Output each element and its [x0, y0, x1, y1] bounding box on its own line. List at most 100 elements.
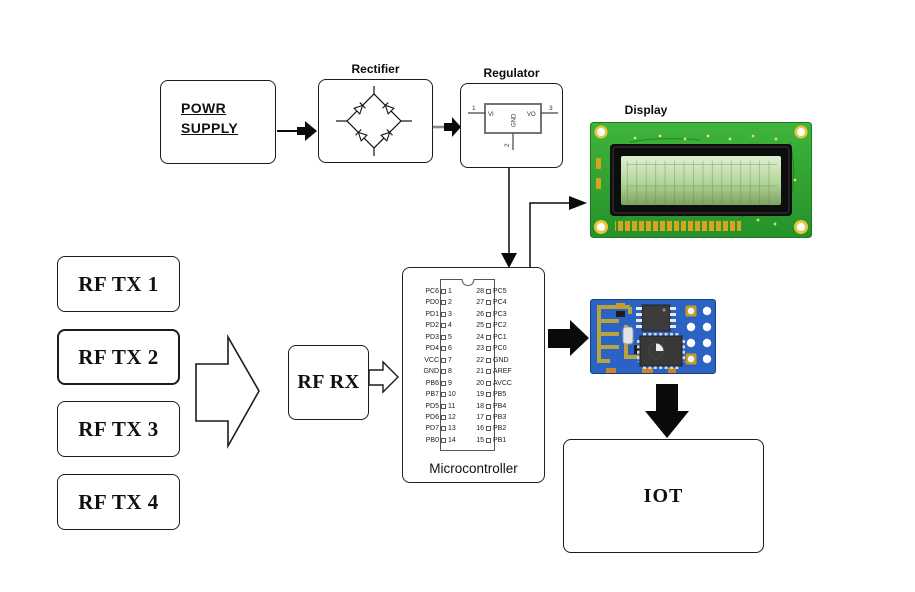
lcd-vias: [633, 134, 797, 226]
wire-mcu-to-display: [529, 202, 570, 267]
iot-block: IOT: [563, 439, 764, 553]
rf-rx-label: RF RX: [297, 371, 360, 393]
diodes: [353, 102, 395, 142]
pin-label: PC6: [425, 288, 439, 295]
pin-label: VCC: [424, 356, 439, 364]
pin-number: 6: [448, 345, 452, 353]
pin-label: GND: [423, 368, 439, 376]
lcd-mount-holes: [594, 125, 808, 234]
pin-pad: [486, 414, 491, 420]
pin-label: PD2: [425, 322, 439, 330]
rf-tx1-block: RF TX 1: [57, 256, 180, 312]
arrow-rectifier-to-regulator: [444, 117, 461, 137]
pin-number: 15: [476, 436, 484, 444]
pin-number: 13: [448, 425, 456, 433]
pin-pad: [486, 300, 491, 306]
pin-label: PD3: [425, 333, 439, 341]
regulator-block: 1 3 VI VO GND 2: [460, 83, 563, 168]
rf-tx2-block: RF TX 2: [57, 329, 180, 385]
esp-small-parts: [606, 303, 676, 373]
pin-label: PB6: [425, 379, 439, 387]
pin-number: 19: [476, 391, 484, 399]
power-supply-line2: SUPPLY: [181, 120, 239, 136]
pin-pad: [441, 392, 446, 398]
pin-pad: [486, 311, 491, 317]
regulator-pin1: 1: [472, 105, 476, 112]
regulator-gnd: GND: [512, 113, 518, 127]
rf-tx4-label: RF TX 4: [78, 489, 159, 514]
rf-rx-block: RF RX: [288, 345, 369, 420]
pin-pad: [486, 437, 491, 443]
mcu-pin-row: 23 PC0: [467, 344, 543, 353]
pin-label: AVCC: [493, 379, 512, 387]
pin-label: PB0: [425, 436, 439, 444]
pin-pad: [441, 357, 446, 363]
arrow-mcu-to-esp: [548, 320, 589, 356]
pin-number: 5: [448, 333, 452, 341]
lcd-pin-pads: [615, 220, 741, 231]
pin-label: PC1: [493, 333, 507, 341]
display-label: Display: [624, 103, 668, 117]
power-supply-line1: POWR: [181, 100, 227, 116]
pin-label: GND: [493, 356, 509, 364]
pin-pad: [441, 369, 446, 375]
pin-pad: [486, 369, 491, 375]
regulator-vi: VI: [488, 112, 494, 118]
esp8266-module-image: [590, 299, 716, 374]
pin-number: 16: [476, 425, 484, 433]
pin-pad: [441, 437, 446, 443]
pin-pad: [486, 403, 491, 409]
pin-number: 23: [476, 345, 484, 353]
pin-pad: [486, 357, 491, 363]
pin-label: PB5: [493, 391, 507, 399]
pin-label: PD0: [425, 299, 439, 307]
pin-number: 18: [476, 402, 484, 410]
esp-soc-chip: [637, 333, 685, 369]
pin-number: 2: [448, 299, 452, 307]
diode-bridge-graphic: [336, 86, 412, 156]
pin-pad: [486, 289, 491, 294]
pin-pad: [441, 323, 446, 329]
pin-number: 11: [448, 402, 456, 410]
microcontroller-caption: Microcontroller: [429, 461, 518, 476]
regulator-pin2: 2: [504, 143, 511, 147]
pin-number: 9: [448, 379, 452, 387]
pin-number: 4: [448, 322, 452, 330]
lcd-smd-parts: [596, 158, 601, 189]
pin-number: 8: [448, 368, 452, 376]
pin-label: PB7: [425, 391, 439, 399]
arrow-esp-to-iot: [645, 384, 689, 438]
pin-label: PC5: [493, 288, 507, 295]
pin-label: PD1: [425, 310, 439, 318]
arrowhead-regulator-to-mcu: [501, 253, 517, 268]
rf-tx4-block: RF TX 4: [57, 474, 180, 530]
pin-pad: [486, 426, 491, 432]
pin-number: 26: [476, 310, 484, 318]
pin-label: PC0: [493, 345, 507, 353]
pin-pad: [486, 380, 491, 386]
pin-label: PC2: [493, 322, 507, 330]
mcu-pin-row: PD2 4: [412, 321, 466, 330]
pin-pad: [486, 346, 491, 352]
rectifier-label: Rectifier: [351, 62, 400, 76]
rf-tx3-label: RF TX 3: [78, 416, 159, 441]
rectifier-block: [318, 79, 433, 163]
iot-label: IOT: [643, 484, 684, 507]
pin-pad: [486, 323, 491, 329]
small-arrow-rx-to-mcu: [368, 360, 399, 394]
mcu-pin-row: 25 PC2: [467, 321, 543, 330]
pin-number: 25: [476, 322, 484, 330]
pin-pad: [441, 334, 446, 340]
power-supply-label: POWR SUPPLY: [181, 98, 238, 138]
pin-number: 24: [476, 333, 484, 341]
pin-label: AREF: [493, 368, 512, 376]
